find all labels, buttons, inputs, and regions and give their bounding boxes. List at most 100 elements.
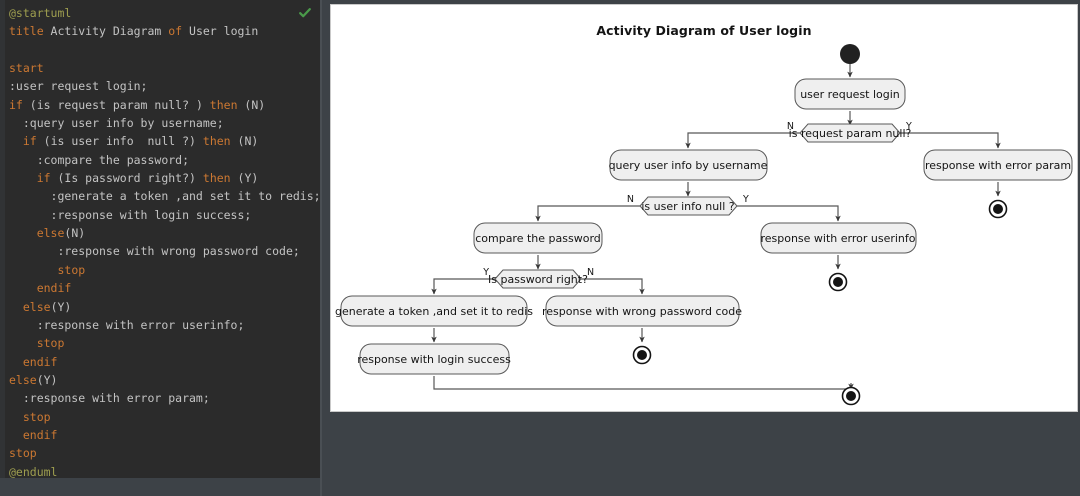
code-line: if (is user info null ?) then (N) — [9, 132, 320, 150]
branch-label-userinfo-y: Y — [742, 194, 749, 205]
code-line: if (Is password right?) then (Y) — [9, 169, 320, 187]
activity-label: user request login — [800, 88, 900, 101]
code-token: else — [22, 299, 51, 314]
code-token — [9, 281, 37, 295]
decision-label: is user info null ? — [641, 200, 734, 213]
code-token: (is user info null ?) — [43, 134, 203, 149]
end-node-wrong-password — [632, 345, 652, 365]
code-token: (N) — [237, 134, 259, 149]
code-line: if (is request param null? ) then (N) — [9, 96, 320, 114]
code-line: :response with wrong password code; — [9, 242, 320, 260]
code-line: @enduml — [9, 463, 320, 478]
code-token — [9, 410, 23, 424]
code-token: (N) — [64, 226, 86, 241]
code-line: :response with login success; — [9, 206, 320, 224]
end-node-error-param — [988, 199, 1008, 219]
code-line: :generate a token ,and set it to redis; — [9, 187, 321, 205]
code-token — [9, 226, 37, 240]
end-node-final — [841, 386, 861, 406]
code-token: :compare the password; — [9, 152, 190, 167]
code-token: stop — [22, 409, 51, 424]
code-line: :query user info by username; — [9, 114, 320, 132]
code-line: else(Y) — [9, 298, 320, 316]
activity-response-login-success[interactable]: response with login success — [357, 343, 511, 375]
activity-label: generate a token ,and set it to redis — [335, 305, 533, 318]
code-token — [9, 428, 23, 442]
code-editor-pane[interactable]: @startuml title Activity Diagram of User … — [0, 0, 322, 478]
code-token — [9, 300, 23, 314]
code-token: (N) — [244, 97, 266, 112]
branch-label-userinfo-n: N — [627, 194, 634, 205]
activity-response-error-param[interactable]: response with error param — [923, 149, 1073, 181]
code-token: if — [22, 134, 44, 149]
plantuml-source-code[interactable]: @startuml title Activity Diagram of User … — [5, 0, 321, 478]
code-token: :user request login; — [9, 79, 148, 94]
edge-password-y-to-generate-token — [431, 278, 495, 295]
code-token: title — [9, 24, 51, 39]
activity-diagram-canvas: user request login is request param null… — [335, 44, 1073, 406]
code-token: :generate a token ,and set it to redis; — [9, 189, 321, 204]
code-line — [9, 41, 320, 59]
code-line: endif — [9, 426, 320, 444]
activity-compare-password[interactable]: compare the password — [473, 222, 603, 254]
code-token: :query user info by username; — [9, 116, 224, 131]
code-token: (Is password right?) — [57, 171, 203, 186]
activity-label: response with login success — [357, 353, 511, 366]
decision-is-request-param-null[interactable]: is request param null? — [789, 123, 912, 143]
code-token: :response with error userinfo; — [9, 317, 245, 332]
code-token: then — [209, 97, 245, 112]
activity-response-wrong-password[interactable]: response with wrong password code — [542, 295, 742, 327]
diagram-preview-pane[interactable]: Activity Diagram of User login — [330, 4, 1078, 412]
edge-param-y-to-response-error-param — [900, 132, 1001, 149]
code-token: start — [9, 61, 44, 76]
editor-gutter — [0, 0, 5, 478]
code-token — [9, 336, 37, 350]
edge-password-n-to-wrong-password — [581, 278, 645, 295]
activity-label: response with error userinfo — [760, 232, 915, 245]
code-line: title Activity Diagram of User login — [9, 22, 320, 40]
code-line: stop — [9, 261, 320, 279]
code-token — [9, 355, 23, 369]
code-token: @enduml — [9, 464, 58, 478]
activity-query-user-info[interactable]: query user info by username — [609, 149, 768, 181]
code-line: :response with error userinfo; — [9, 316, 320, 334]
code-line: endif — [9, 279, 320, 297]
code-token: User login — [189, 24, 259, 39]
start-node — [840, 44, 860, 64]
code-token: (Y) — [50, 299, 72, 314]
activity-label: compare the password — [475, 232, 601, 245]
edge-param-n-to-query-user-info — [685, 132, 800, 149]
code-token: then — [202, 134, 238, 149]
code-token: endif — [22, 427, 58, 442]
activity-response-error-userinfo[interactable]: response with error userinfo — [760, 222, 917, 254]
code-token: if — [9, 97, 30, 112]
code-token: @startuml — [9, 6, 72, 20]
code-token: then — [202, 171, 238, 186]
code-token: else — [9, 372, 37, 387]
activity-label: response with wrong password code — [542, 305, 742, 318]
activity-label: query user info by username — [609, 159, 768, 172]
decision-is-password-right[interactable]: Is password right? — [488, 269, 588, 289]
branch-label-password-y: Y — [482, 267, 489, 278]
code-line: stop — [9, 334, 320, 352]
diagram-title: Activity Diagram of User login — [596, 23, 812, 38]
code-token: stop — [57, 262, 86, 277]
branch-label-password-n: N — [587, 267, 594, 278]
code-line: stop — [9, 444, 320, 462]
code-token — [9, 134, 23, 148]
code-token: stop — [9, 446, 37, 461]
code-line: endif — [9, 353, 320, 371]
edge-userinfo-n-to-compare-password — [535, 205, 640, 222]
activity-generate-token[interactable]: generate a token ,and set it to redis — [335, 295, 533, 327]
code-line: :response with error param; — [9, 389, 320, 407]
syntax-ok-check-icon — [299, 8, 311, 18]
decision-is-user-info-null[interactable]: is user info null ? — [639, 196, 738, 216]
code-token: :response with error param; — [9, 391, 210, 406]
code-token: else — [36, 226, 65, 241]
activity-user-request-login[interactable]: user request login — [794, 78, 906, 110]
editor-footer-bar — [0, 478, 322, 496]
code-token: (Y) — [237, 171, 259, 186]
branch-label-param-n: N — [787, 121, 794, 132]
code-token: if — [36, 171, 58, 186]
